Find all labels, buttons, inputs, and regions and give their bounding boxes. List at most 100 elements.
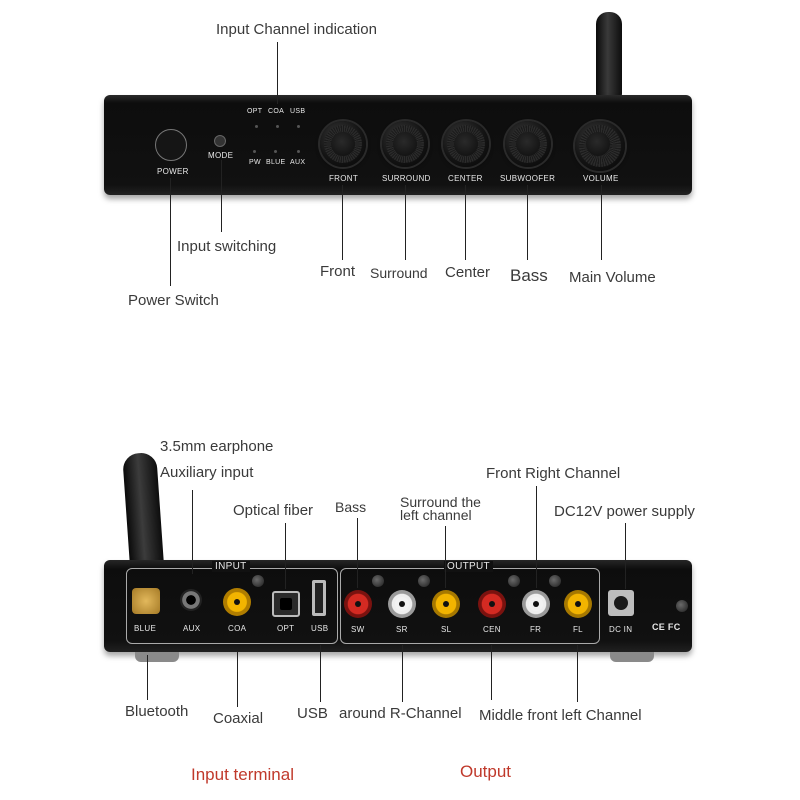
rca-sl[interactable] [432,590,460,618]
usb-port-label: USB [311,624,329,633]
pw-led [253,150,256,153]
usb-led [297,125,300,128]
dc-in-jack-hole [614,596,628,610]
rca-fl-hole [575,601,581,607]
aux-led [297,150,300,153]
foot-right [610,652,654,662]
coaxial-jack[interactable] [223,588,251,616]
sw-port-label: SW [351,625,365,634]
callout-line-center [465,185,466,260]
volume-knob[interactable] [575,121,625,171]
dc-in-label: DC IN [609,625,633,634]
fr-port-label: FR [530,625,542,634]
rca-sr[interactable] [388,590,416,618]
usb-port[interactable] [312,580,326,616]
opt-led [255,125,258,128]
callout-line-dc [625,523,626,589]
rca-fr[interactable] [522,590,550,618]
callout-line-rear-bass [357,518,358,588]
volume-knob-label: VOLUME [583,174,619,183]
callout-line-middle [491,645,492,700]
blue-led [274,150,277,153]
aux-jack[interactable] [180,589,202,611]
input-group-label: INPUT [212,561,250,572]
callout-line-surround [405,185,406,260]
rca-sw[interactable] [344,590,372,618]
callout-surround: Surround [370,265,428,281]
callout-line-bluetooth [147,655,148,700]
optical-port[interactable] [272,591,300,617]
mode-button[interactable] [214,135,226,147]
rca-fr-hole [533,601,539,607]
callout-line-front-left [577,645,578,702]
callout-usb: USB [297,705,328,722]
center-knob-label: CENTER [448,174,483,183]
callout-coaxial: Coaxial [213,710,264,727]
bluetooth-antenna-connector[interactable] [132,588,160,614]
callout-line-aux [192,490,193,574]
callout-rear-bass: Bass [335,499,367,515]
callout-line-optical [285,523,286,589]
coa-led [276,125,279,128]
callout-middle-front-left: Middle front left Channel [479,707,642,724]
front-knob[interactable] [320,121,366,167]
aux-indicator-label: AUX [290,159,306,166]
rca-fl[interactable] [564,590,592,618]
callout-line-surround-left [445,526,446,588]
callout-front-right: Front Right Channel [486,465,621,482]
callout-line-front [342,185,343,260]
usb-port-slot [315,583,323,613]
callout-bass: Bass [510,266,548,285]
rear-screw-5 [549,575,561,587]
mode-label: MODE [208,151,234,160]
callout-around-r: around R-Channel [339,705,462,722]
opt-indicator-label: OPT [247,108,263,115]
coa-port-label: COA [228,624,247,633]
callout-line-input-switching [221,160,222,232]
optical-port-slot [280,598,292,610]
callout-power-switch: Power Switch [128,292,219,309]
callout-surround-left-line2: left channel [400,507,472,523]
callout-line-bass [527,185,528,260]
dc-in-jack[interactable] [608,590,634,616]
antenna [596,12,622,98]
callout-line-front-right [536,486,537,588]
rca-sr-hole [399,601,405,607]
surround-knob-label: SURROUND [382,174,431,183]
callout-line-usb [320,645,321,702]
callout-line-coaxial [237,652,238,707]
callout-line-around-r [402,645,403,702]
subwoofer-knob-label: SUBWOOFER [500,174,556,183]
fl-port-label: FL [573,625,583,634]
footer-input-terminal: Input terminal [191,765,294,784]
callout-surround-left-line1: Surround the [400,494,481,510]
callout-input-switching: Input switching [177,238,277,255]
callout-line-volume [601,185,602,260]
foot-left [135,652,179,662]
callout-bluetooth: Bluetooth [125,703,189,720]
rear-screw-1 [252,575,264,587]
subwoofer-knob[interactable] [505,121,551,167]
callout-center: Center [445,264,491,281]
pw-indicator-label: PW [249,159,261,166]
callout-front: Front [320,263,356,280]
sr-port-label: SR [396,625,408,634]
surround-knob[interactable] [382,121,428,167]
coa-indicator-label: COA [268,108,285,115]
callout-main-volume: Main Volume [569,269,656,286]
rca-cen-hole [489,601,495,607]
usb-indicator-label: USB [290,108,306,115]
power-button[interactable] [155,129,187,161]
callout-earphone-line2: Auxiliary input [160,464,254,481]
blue-port-label: BLUE [134,624,157,633]
opt-port-label: OPT [277,624,295,633]
rear-screw-2 [372,575,384,587]
blue-indicator-label: BLUE [266,159,286,166]
callout-line-power [170,178,171,286]
callout-earphone-line1: 3.5mm earphone [160,438,274,455]
footer-output: Output [460,762,512,781]
cen-port-label: CEN [483,625,501,634]
rca-cen[interactable] [478,590,506,618]
center-knob[interactable] [443,121,489,167]
aux-port-label: AUX [183,624,201,633]
